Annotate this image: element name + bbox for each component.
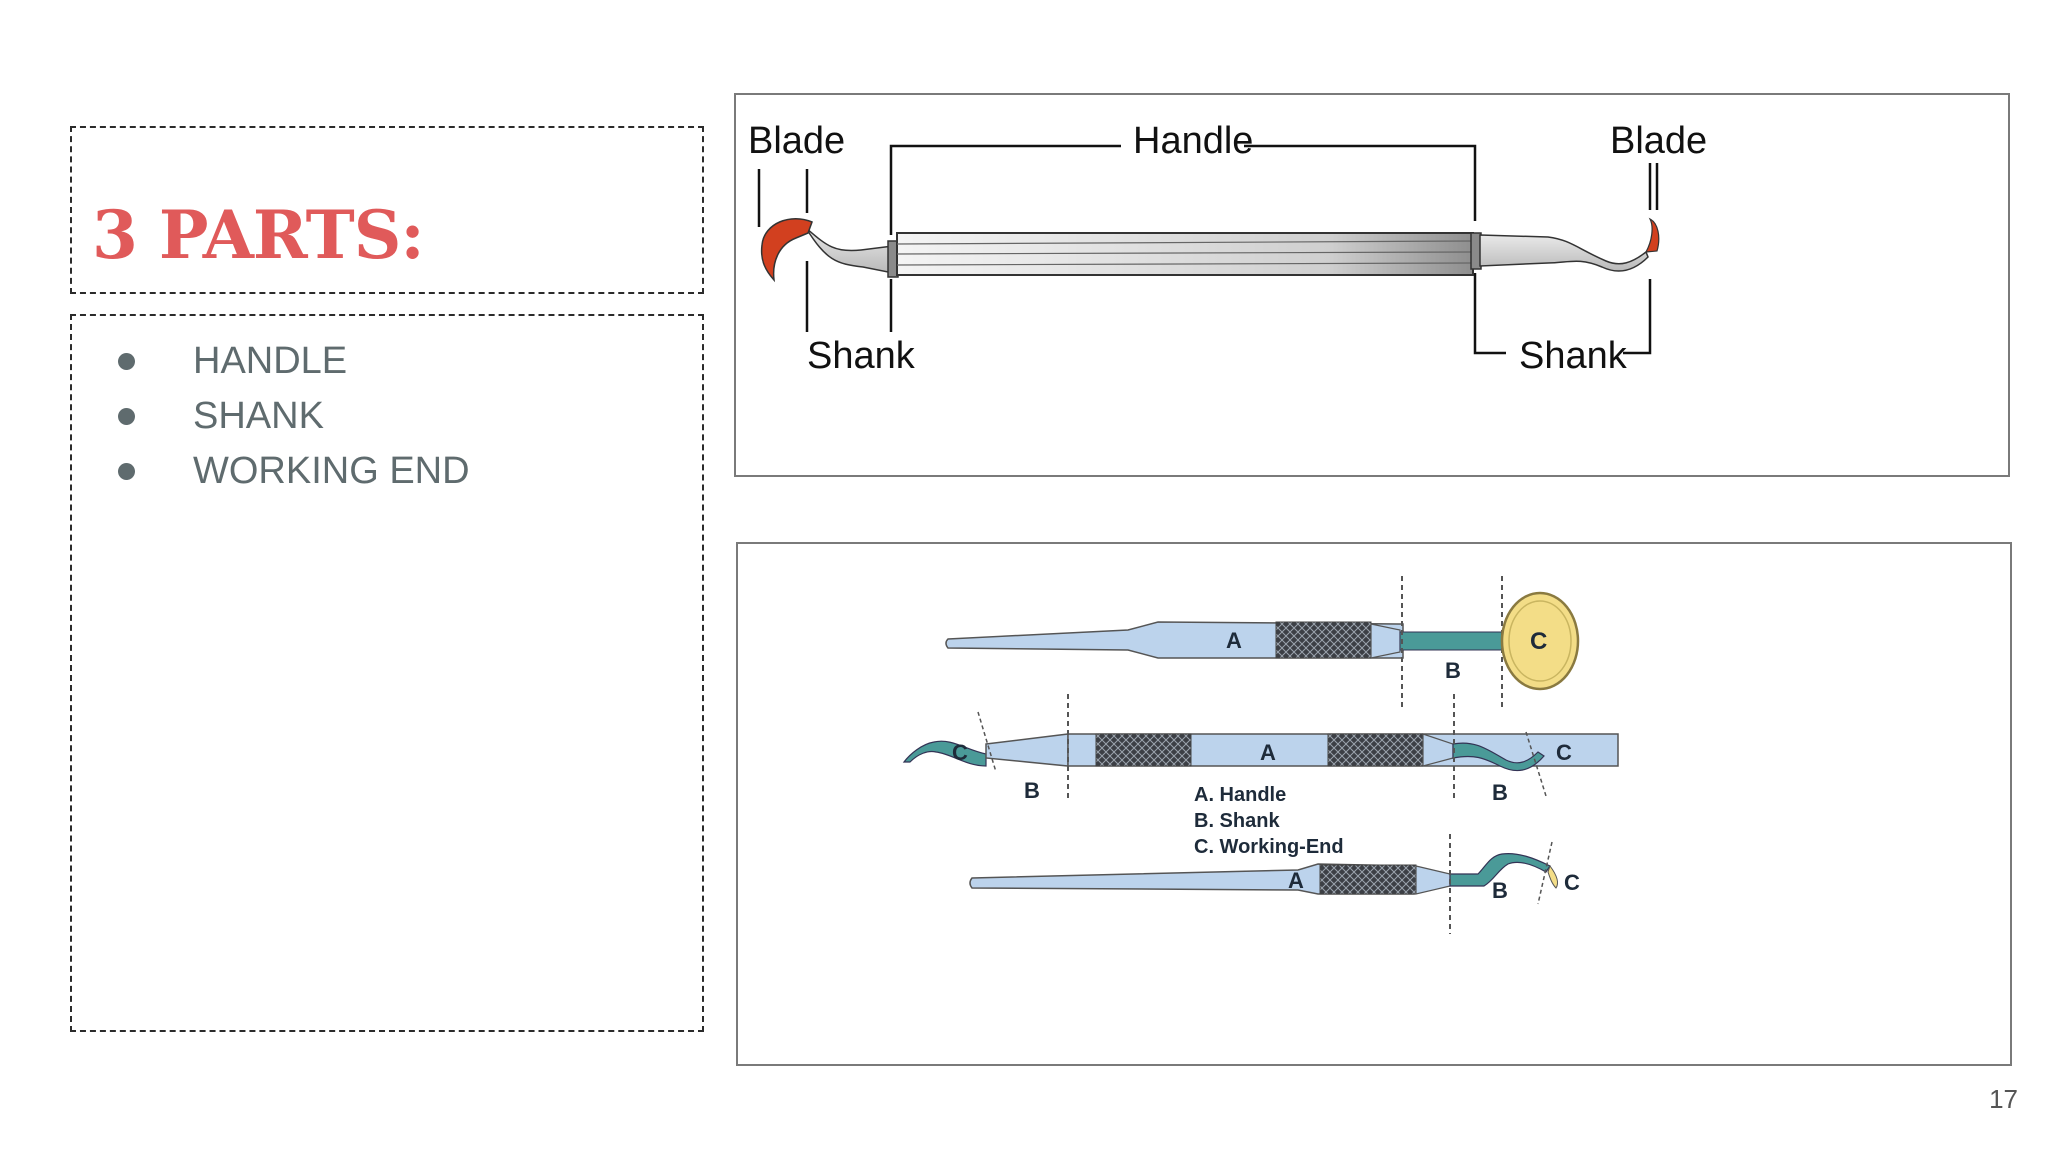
label-a-3: A <box>1288 868 1304 893</box>
label-b-2-left: B <box>1024 778 1040 803</box>
label-blade-left: Blade <box>748 120 845 162</box>
blade-left <box>760 217 813 283</box>
label-handle: Handle <box>1133 120 1253 162</box>
label-c-3: C <box>1564 870 1580 895</box>
shank-left <box>805 227 894 274</box>
label-shank-right: Shank <box>1519 335 1628 377</box>
leader-lines <box>757 144 1659 355</box>
slide-title: 3 PARTS: <box>92 196 425 274</box>
instrument-diagram-bottom: A B C A C B B C A. Handle B. Shank C. Wo… <box>736 542 2012 1066</box>
blade-right <box>1644 217 1660 253</box>
bullet-item: SHANK <box>118 389 470 444</box>
scaler-shank-left <box>902 740 987 767</box>
bullet-text-handle: HANDLE <box>193 340 348 382</box>
legend-shank: B. Shank <box>1194 810 1280 832</box>
shank-right <box>1479 234 1649 272</box>
mirror-working-end <box>1500 591 1580 691</box>
instrument-diagram-bottom-svg: A B C A C B B C A. Handle B. Shank C. Wo… <box>902 576 1619 934</box>
label-b-1: B <box>1445 658 1461 683</box>
bullet-dot-icon <box>118 408 135 425</box>
label-shank-left: Shank <box>807 335 916 377</box>
label-c-2-right: C <box>1556 740 1572 765</box>
label-b-2-right: B <box>1492 780 1508 805</box>
instrument-diagram-top: Blade Handle Blade Shank Shank <box>734 93 2010 477</box>
label-a-1: A <box>1226 628 1242 653</box>
bullet-item: HANDLE <box>118 334 470 389</box>
bullet-text-shank: SHANK <box>193 395 324 437</box>
label-c-1: C <box>1530 628 1547 655</box>
bullet-item: WORKING END <box>118 444 470 499</box>
page-number: 17 <box>1989 1084 2018 1114</box>
legend-working-end: C. Working-End <box>1194 836 1344 858</box>
bullet-list: HANDLE SHANK WORKING END <box>118 334 470 499</box>
bullet-text-working-end: WORKING END <box>193 450 470 492</box>
instrument-diagram-top-svg: Blade Handle Blade Shank Shank <box>748 120 1707 377</box>
legend-handle: A. Handle <box>1194 784 1286 806</box>
label-blade-right: Blade <box>1610 120 1707 162</box>
label-b-3: B <box>1492 878 1508 903</box>
label-c-2-left: C <box>952 740 968 765</box>
body-box: HANDLE SHANK WORKING END <box>70 314 704 1032</box>
title-box: 3 PARTS: <box>70 126 704 294</box>
mirror-shank <box>1399 631 1505 651</box>
label-a-2: A <box>1260 740 1276 765</box>
bullet-dot-icon <box>118 463 135 480</box>
scaler-shank-right <box>1452 742 1545 772</box>
bullet-dot-icon <box>118 353 135 370</box>
explorer-shank <box>1449 853 1551 887</box>
